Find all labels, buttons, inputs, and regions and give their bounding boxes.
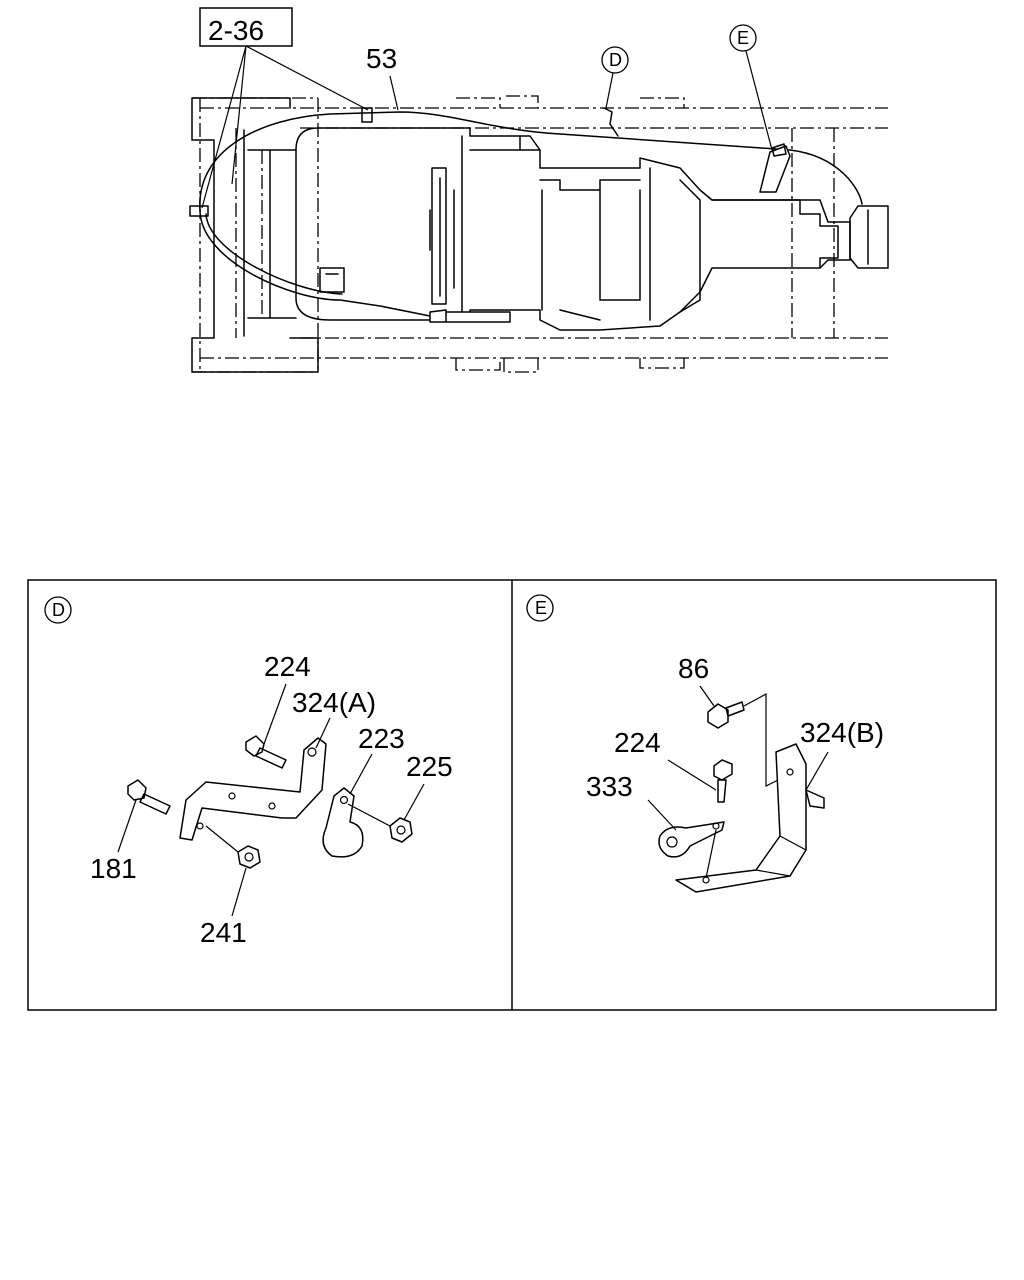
label-223: 223 xyxy=(358,723,405,754)
bracket-324a-hole-left xyxy=(196,822,204,830)
label-86: 86 xyxy=(678,653,709,684)
engine-outline xyxy=(295,127,851,331)
cable-end-fitting xyxy=(429,309,511,323)
output-flange xyxy=(849,205,889,269)
frame-pads xyxy=(455,95,685,373)
callout-e-leader xyxy=(745,50,773,151)
label-181: 181 xyxy=(90,853,137,884)
frame-crossmember-mid xyxy=(235,128,263,338)
leader-241 xyxy=(231,867,247,917)
frame-rail-bottom xyxy=(200,337,888,359)
detail-d-marker: D xyxy=(52,600,65,620)
cable-53-inner xyxy=(205,213,343,295)
bracket-324b-fold xyxy=(755,835,807,877)
cable-clamp-top xyxy=(361,107,373,123)
leader-223 xyxy=(349,753,373,795)
leader-324a xyxy=(315,717,331,749)
frame-crossmember-right xyxy=(791,128,835,338)
callout-e-letter: E xyxy=(737,28,749,48)
label-225: 225 xyxy=(406,751,453,782)
ref-box xyxy=(199,7,293,47)
cable-53 xyxy=(199,111,863,211)
clip-223-hole xyxy=(339,795,349,805)
bracket-324b xyxy=(675,743,807,893)
label-224-e: 224 xyxy=(614,727,661,758)
clip-333-bore xyxy=(666,836,678,848)
shift-housing xyxy=(711,199,839,269)
leader-224-d xyxy=(263,683,287,745)
bracket-324b-tab xyxy=(805,789,825,809)
nut-225-hole xyxy=(396,825,406,835)
bracket-324a-hole-right xyxy=(268,802,276,810)
bracket-324a xyxy=(179,737,327,841)
leader-86 xyxy=(699,685,715,707)
bracket-e-main xyxy=(759,145,791,193)
detail-e-marker: E xyxy=(535,598,547,618)
bracket-d-main xyxy=(603,107,619,137)
leader-181 xyxy=(117,799,137,853)
label-324a: 324(A) xyxy=(292,687,376,718)
bracket-324a-hole-top xyxy=(307,747,317,757)
bolt-86-axis xyxy=(743,692,779,787)
leader-324b xyxy=(805,751,829,791)
cable-clip-left xyxy=(319,267,345,293)
bolt-224-e xyxy=(713,759,733,803)
bracket-e-clip xyxy=(771,143,787,157)
chassis-view: 2-36 53 D E xyxy=(189,7,889,373)
frame-crossmember-left xyxy=(192,97,319,373)
nut-241-axis xyxy=(205,825,239,853)
ref-box-label: 2-36 xyxy=(208,15,264,46)
bolt-181 xyxy=(127,779,171,815)
bolt-86 xyxy=(707,701,745,729)
detail-e-marker-circle xyxy=(526,594,554,622)
detail-e: E 86 324(B) 224 333 xyxy=(526,594,884,893)
detail-d: D 224 324(A) 223 225 181 241 xyxy=(44,596,453,948)
callout-cable-label: 53 xyxy=(366,43,397,74)
callout-d-circle xyxy=(601,46,629,74)
bolt-224-d xyxy=(245,735,287,769)
bracket-324b-hole xyxy=(786,768,794,776)
ref-box-leaders xyxy=(201,45,369,209)
clip-333-hole xyxy=(712,822,720,830)
clip-333-axis xyxy=(705,829,717,879)
label-324b: 324(B) xyxy=(800,717,884,748)
callout-e-circle xyxy=(729,24,757,52)
label-224-d: 224 xyxy=(264,651,311,682)
nut-241 xyxy=(237,845,261,869)
label-241: 241 xyxy=(200,917,247,948)
detail-d-marker-circle xyxy=(44,596,72,624)
crossmember-solid xyxy=(191,97,319,373)
clip-333 xyxy=(658,821,725,858)
nut-225-axis xyxy=(347,803,391,827)
cable-53-lower xyxy=(199,209,471,319)
clip-223 xyxy=(322,787,364,858)
frame-rail-top xyxy=(200,107,888,129)
label-333: 333 xyxy=(586,771,633,802)
callout-cable-leader xyxy=(389,75,399,111)
transmission-details xyxy=(429,135,701,321)
nut-225 xyxy=(389,817,413,843)
leader-224-e xyxy=(667,759,717,791)
leader-225 xyxy=(403,783,425,821)
nut-241-hole xyxy=(244,852,254,862)
callout-d-letter: D xyxy=(609,50,622,70)
leader-333 xyxy=(647,799,677,831)
bracket-324a-hole-mid xyxy=(228,792,236,800)
callout-d-leader xyxy=(605,72,614,109)
